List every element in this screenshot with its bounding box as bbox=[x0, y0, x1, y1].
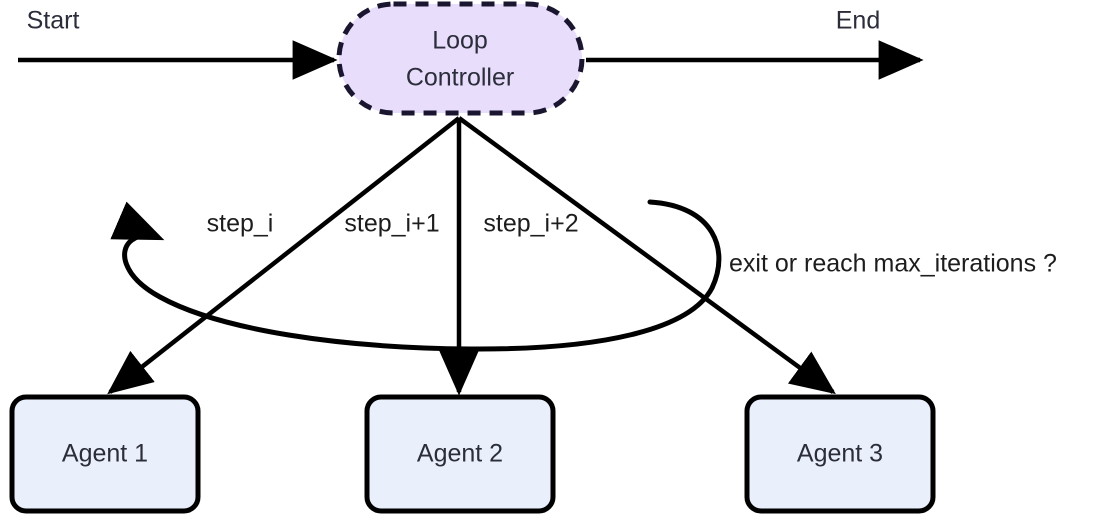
node-agent-2[interactable] bbox=[364, 394, 556, 514]
agent-3-label: Agent 3 bbox=[797, 440, 883, 468]
edge-label-step-i-plus-2: step_i+2 bbox=[483, 210, 578, 238]
agent-1-label: Agent 1 bbox=[62, 440, 148, 468]
agent-2-label: Agent 2 bbox=[417, 440, 503, 468]
edge-label-loop-back: exit or reach max_iterations ? bbox=[729, 250, 1057, 278]
edge-loop-back bbox=[110, 199, 722, 352]
edge-label-step-i: step_i bbox=[207, 210, 274, 238]
node-agent-1[interactable] bbox=[9, 394, 201, 514]
edge-label-step-i-plus-1: step_i+1 bbox=[344, 210, 439, 238]
node-agent-3[interactable] bbox=[744, 394, 936, 514]
edge-controller-to-agent-1 bbox=[107, 116, 461, 395]
edge-controller-to-agent-3 bbox=[457, 116, 836, 395]
loop-controller-label-line1: Loop bbox=[432, 27, 488, 55]
loop-controller-label-line2: Controller bbox=[406, 64, 514, 92]
end-label: End bbox=[836, 7, 880, 35]
start-label: Start bbox=[27, 7, 80, 35]
node-loop-controller[interactable] bbox=[336, 1, 585, 116]
